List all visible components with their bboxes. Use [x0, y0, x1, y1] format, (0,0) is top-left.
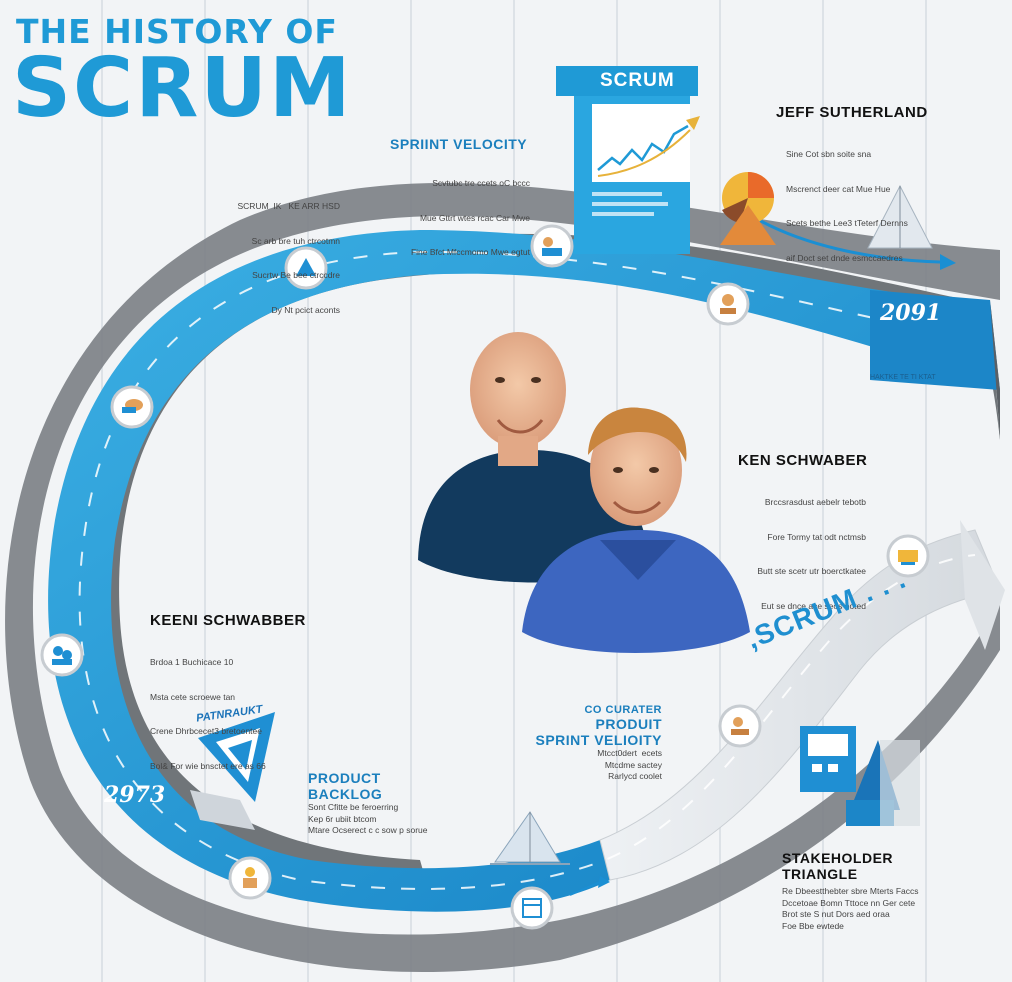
top-left-note: SCRUM IK KE ARR HSD Sc arb bre tuh ctrco… — [222, 178, 341, 328]
body-line: Bol& For wie bnsctet ere as 66 — [150, 760, 266, 771]
note-line: Sc arb bre tuh ctrcotmn — [251, 235, 340, 246]
year-top: 2091 — [880, 300, 942, 326]
product-mid-line2: PRODUIT — [595, 716, 662, 732]
milestone-people-icon[interactable] — [530, 224, 574, 272]
body-line: aif Doct set dnde esmccaedres — [786, 252, 903, 263]
body-line: Brot ste S nut Dors aed oraa — [782, 909, 890, 919]
jeff-heading: JEFF SUTHERLAND — [776, 104, 928, 121]
jeff-body: Sine Cot sbn soite sna Mscrenct deer cat… — [786, 126, 908, 276]
milestone-team-icon[interactable] — [284, 246, 328, 294]
backlog-line1: PRODUCT — [308, 770, 381, 786]
milestone-chart-icon[interactable] — [706, 282, 750, 330]
product-backlog: PRODUCT BACKLOG Sont Cfitte be feroerrin… — [308, 770, 428, 837]
body-line: Crene Dhrbcecet3 bretoentee — [150, 726, 262, 736]
body-line: Foe Bbe ewtede — [782, 920, 844, 931]
road-end-block — [870, 290, 1000, 390]
body-line: Scets bethe Lee3 tTeterf Dernns — [786, 218, 908, 228]
monitor-label: SCRUM — [600, 70, 675, 91]
pie-chart-icon — [720, 172, 776, 245]
body-line: Mtare Ocserect c c sow p sorue — [308, 825, 428, 835]
ken-heading: KEN SCHWABER — [738, 452, 868, 469]
road-blue — [48, 230, 951, 912]
sprint-velocity-heading: SPRIINT VELOCITY — [390, 136, 528, 152]
body-line: Kep 6r ubiit btcom — [308, 813, 377, 824]
body-line: Brdoa 1 Buchicace 10 — [150, 657, 234, 667]
portrait-ken — [522, 407, 750, 653]
sail-triangle-icon — [867, 184, 933, 249]
body-line: Eut se dnce ace seos noted — [761, 600, 866, 611]
milestone-people-icon-3[interactable] — [718, 704, 762, 752]
body-line: Fore Tormy tat odt nctmsb — [767, 531, 866, 542]
year-bottom: 2973 — [104, 782, 166, 808]
milestone-trophy-icon[interactable] — [228, 856, 272, 904]
milestone-calendar-icon[interactable] — [510, 886, 554, 934]
keen-heading: KEENI SCHWABBER — [150, 612, 306, 629]
stakeholder-kiosk-icon — [800, 726, 920, 826]
body-line: Mscrenct deer cat Mue Hue — [786, 183, 891, 194]
body-line: Brccsrasdust aebelr tebotb — [764, 497, 866, 507]
note-line: SCRUM IK KE ARR HSD — [237, 201, 341, 211]
ken-body: Brccsrasdust aebelr tebotb Fore Tormy ta… — [710, 474, 866, 624]
sailboat-icon — [490, 811, 570, 865]
body-line: Sine Cot sbn soite sna — [786, 149, 872, 159]
milestone-book-icon[interactable] — [886, 534, 930, 582]
body-line: Fine Bfct Mfccmomo Mwe egtut — [410, 247, 530, 257]
keen-body: Brdoa 1 Buchicace 10 Msta cete scroewe t… — [150, 634, 266, 784]
stakeholder-triangle: STAKEHOLDER TRIANGLE Re Dbeestthebter sb… — [782, 850, 919, 932]
page-title: SCRUM — [12, 41, 353, 136]
product-mid-line1: CO CURATER — [584, 704, 662, 716]
body-line: Butt ste scetr utr boerctkatee — [757, 566, 866, 576]
scrum-monitor — [556, 66, 700, 254]
road-dashes — [78, 250, 976, 890]
body-line: Rarlycd coolet — [608, 771, 662, 781]
stakeholder-line2: TRIANGLE — [782, 866, 858, 882]
body-line: Mtcdme sactey — [604, 759, 662, 770]
title-line-1: THE HISTORY OF — [16, 12, 338, 51]
stakeholder-line1: STAKEHOLDER — [782, 850, 894, 866]
body-line: Re Dbeestthebter sbre Mterts Faccs — [782, 886, 919, 896]
road-shadow — [5, 183, 1001, 972]
backlog-triangle-icon — [190, 712, 275, 830]
year-top-sub: HAKTKE TE TI KTAT — [870, 374, 936, 381]
milestone-people-icon-2[interactable] — [40, 633, 84, 681]
body-line: Mtcct0dert ecets — [597, 748, 662, 758]
milestone-team-icon-2[interactable] — [110, 385, 154, 433]
note-line: Dy Nt pcict aconts — [271, 304, 341, 315]
road-grey-arrowhead — [960, 520, 1005, 650]
sprint-velocity-body: Scvtubc tre ccets oC bccc Mue Gttrt wtes… — [380, 155, 530, 270]
body-line: Sont Cfitte be feroerring — [308, 802, 399, 812]
product-mid: CO CURATER PRODUIT SPRINT VELIOITY Mtcct… — [530, 704, 662, 783]
body-line: Scvtubc tre ccets oC bccc — [432, 178, 530, 188]
body-line: Msta cete scroewe tan — [150, 691, 236, 702]
product-mid-line3: SPRINT VELIOITY — [535, 732, 662, 748]
body-line: Dccetoae Bomn Tttoce nn Ger cete — [782, 897, 916, 908]
backlog-line2: BACKLOG — [308, 786, 383, 802]
body-line: Mue Gttrt wtes rcac Car Mwe — [419, 212, 530, 223]
trend-arrow — [749, 213, 941, 264]
note-line: Sucrtw Be bee ctrccdre — [252, 270, 340, 280]
